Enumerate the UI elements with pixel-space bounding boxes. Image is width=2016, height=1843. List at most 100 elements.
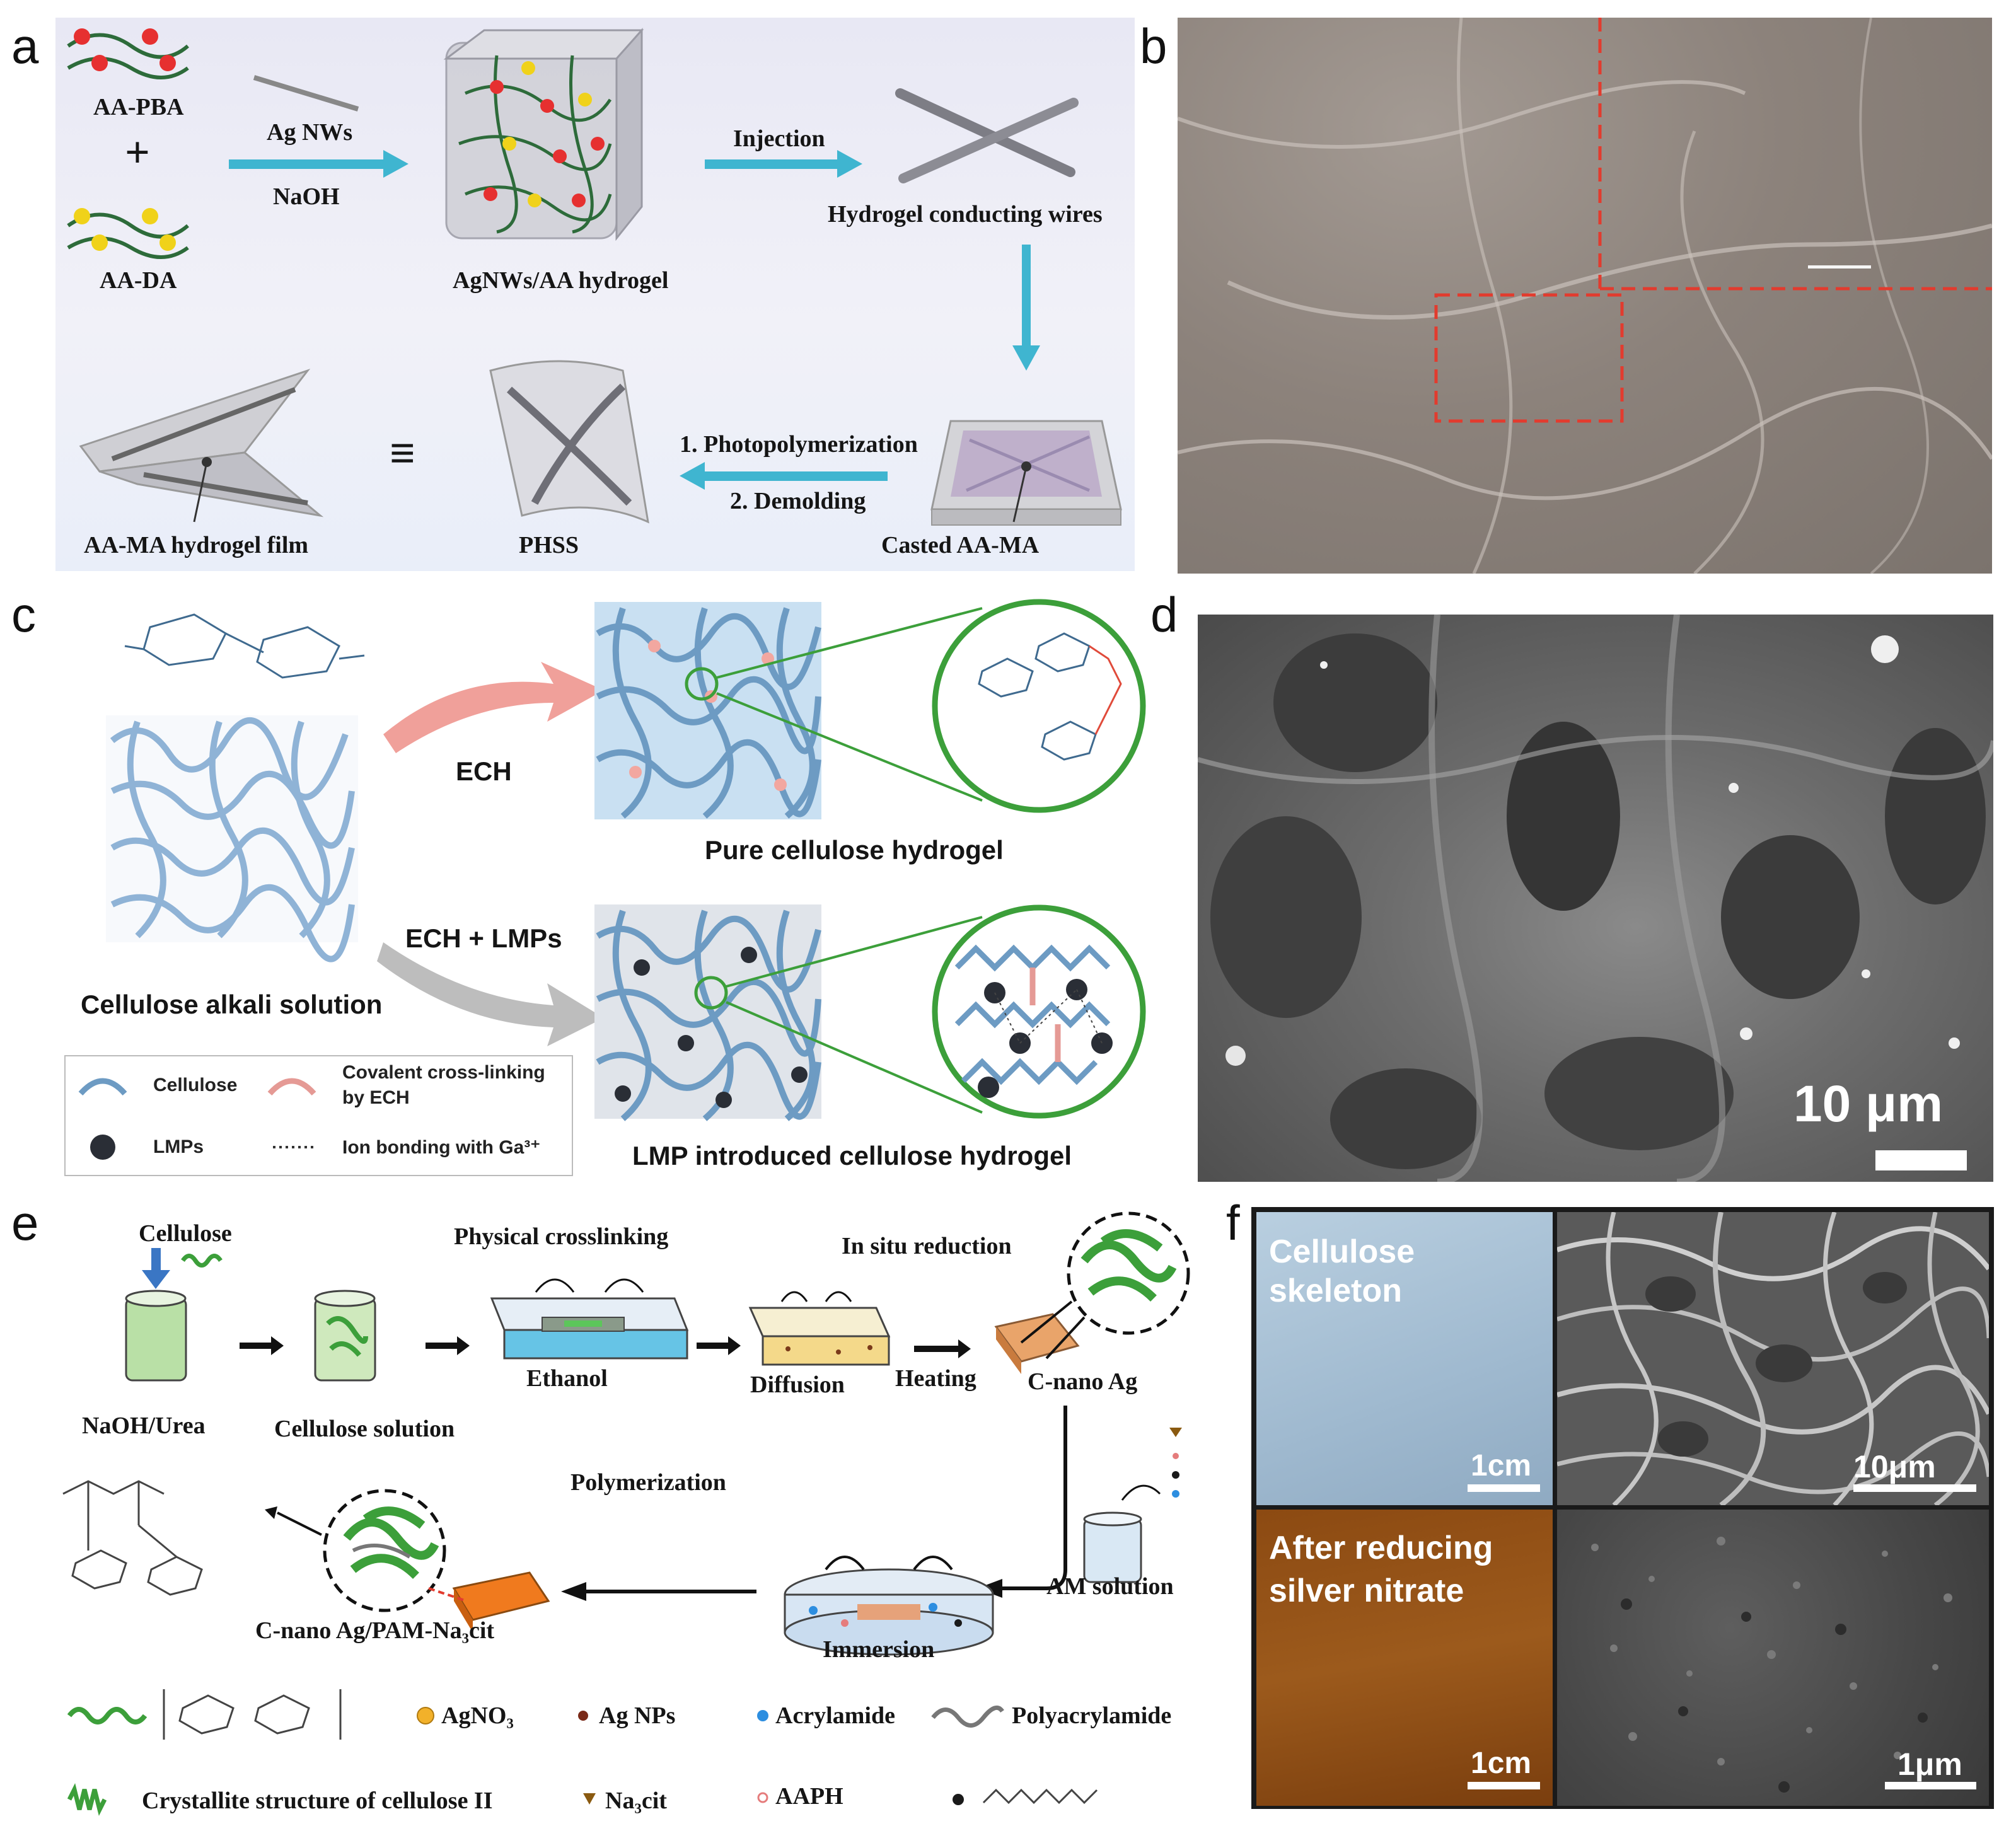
reduced-line2: silver nitrate [1269, 1573, 1464, 1609]
crystallite-legend-icon [67, 1782, 107, 1817]
agnp-legend-icon [578, 1711, 588, 1721]
panel-label-f: f [1226, 1195, 1240, 1251]
fibrous-network-texture [1557, 1212, 1989, 1505]
acrylamide-legend-icon [757, 1710, 768, 1721]
arrow-icon [426, 1336, 470, 1355]
label-naoh: NaOH [273, 183, 340, 210]
panel-label-a: a [11, 18, 39, 74]
label-pure: Pure cellulose hydrogel [705, 835, 1004, 865]
am-solution-beaker-icon [1083, 1428, 1182, 1583]
skeleton-sem-image: 10μm [1557, 1212, 1989, 1505]
skeleton-line1: Cellulose [1269, 1233, 1415, 1270]
scale-label-10um: 10μm [1853, 1449, 1936, 1484]
scale-label-1cm-top: 1cm [1471, 1449, 1532, 1482]
reduced-line1: After reducing [1269, 1530, 1493, 1566]
label-plus: + [125, 129, 150, 177]
label-immersion: Immersion [823, 1636, 935, 1663]
cellulose-network-icon [106, 715, 358, 962]
label-ethanol: Ethanol [526, 1365, 608, 1392]
mba-structure-icon [982, 1788, 1098, 1805]
panel-d-texture [1198, 615, 1993, 1182]
panel-d-sem-image: 10 μm [1198, 615, 1993, 1182]
label-cell-solution: Cellulose solution [274, 1416, 455, 1442]
zoom-box-outline [1434, 18, 1992, 423]
ethanol-bath-icon [490, 1278, 689, 1360]
arrow-icon [914, 1339, 971, 1358]
diffusion-bath-icon [748, 1291, 891, 1366]
cellulose-structure-legend-icon [163, 1689, 342, 1740]
crossed-wires-icon [895, 88, 1079, 183]
panel-label-b: b [1140, 18, 1167, 74]
lmp-legend-icon [90, 1135, 115, 1160]
phss-film-icon [489, 360, 649, 524]
panel-label-c: c [11, 587, 36, 642]
label-casted: Casted AA-MA [881, 532, 1040, 558]
label-product: C-nano Ag/PAM-Na₃cit [255, 1617, 495, 1644]
lmp-hydrogel-network-icon [594, 904, 821, 1121]
beaker-naoh-icon [125, 1248, 223, 1382]
reduced-silver-photo: After reducing silver nitrate 1cm [1256, 1510, 1553, 1806]
skeleton-line2: skeleton [1269, 1273, 1402, 1309]
scale-bar [1468, 1484, 1540, 1492]
arrow-icon [240, 1336, 284, 1355]
label-equiv: ≡ [390, 428, 416, 478]
legend-cellulose: Cellulose [153, 1075, 238, 1095]
scale-label-1um: 1μm [1897, 1747, 1962, 1782]
label-step1: 1. Photopolymerization [680, 431, 918, 458]
cellulose-chain-legend-icon [67, 1707, 148, 1725]
label-cellulose: Cellulose [139, 1220, 232, 1247]
arrow-icon [697, 1336, 741, 1355]
label-lmp-hydrogel: LMP introduced cellulose hydrogel [632, 1141, 1072, 1170]
cellulose-structure-icon [124, 613, 365, 679]
aaph-legend-icon [757, 1792, 768, 1803]
panel-b-sem-image [1178, 18, 1992, 574]
panel-c-schematic: ECH ECH + LMPs Pure cellulose hydrogel C… [55, 589, 1178, 1182]
arrow-icon [229, 150, 1040, 490]
legend-na3cit: Na₃cit [605, 1788, 667, 1814]
reduced-sem-image: 1μm [1557, 1510, 1989, 1806]
label-film: AA-MA hydrogel film [84, 532, 309, 558]
chemical-structure-icon [62, 1480, 203, 1596]
legend-agno3: AgNO₃ [441, 1702, 514, 1729]
agno3-legend-icon [417, 1707, 434, 1725]
casted-mold-icon [930, 420, 1122, 526]
panel-e-graphics [62, 1211, 1190, 1817]
scale-bar-label: 10 μm [1793, 1075, 1944, 1133]
label-step2: 2. Demolding [730, 488, 866, 514]
label-ech-lmps: ECH + LMPs [405, 923, 562, 953]
legend-covalent: Covalent cross-linking [342, 1062, 545, 1083]
label-insitu: In situ reduction [842, 1233, 1012, 1259]
c-nano-ag-icon [994, 1211, 1190, 1374]
beaker-cellulose-solution-icon [314, 1290, 376, 1382]
panel-c-graphics [64, 599, 1146, 1176]
label-injection: Injection [733, 125, 825, 152]
covalent-legend-icon [267, 1078, 316, 1096]
panel-label-e: e [11, 1195, 39, 1251]
scale-bar [1468, 1782, 1540, 1789]
hydrogel-film-icon [79, 369, 324, 523]
label-cnano: C-nano Ag [1028, 1368, 1138, 1395]
panel-a-graphics [67, 28, 1122, 526]
aa-da-chains-icon [67, 208, 189, 259]
legend-crystallite: Crystallite structure of cellulose II [142, 1788, 493, 1814]
red-arrow-icon [383, 662, 604, 753]
scale-bar [1808, 265, 1871, 269]
legend-by-ech: by ECH [342, 1087, 410, 1108]
zoom-circle-icon [932, 599, 1146, 813]
legend-aaph: AAPH [775, 1783, 843, 1810]
label-diffusion: Diffusion [750, 1372, 845, 1398]
label-wires: Hydrogel conducting wires [828, 201, 1103, 228]
na3cit-legend-icon [583, 1793, 596, 1805]
label-ag-nws: Ag NWs [267, 119, 353, 146]
panel-label-d: d [1150, 587, 1178, 642]
legend-acrylamide: Acrylamide [775, 1702, 895, 1729]
scale-bar [1885, 1782, 1976, 1789]
label-am-solution: AM solution [1046, 1573, 1174, 1600]
label-naoh-urea: NaOH/Urea [82, 1413, 206, 1439]
label-ech: ECH [456, 756, 512, 786]
legend-lmps: LMPs [153, 1136, 204, 1157]
mba-legend-icon [953, 1794, 964, 1805]
panel-b-texture [1178, 18, 1992, 574]
gray-arrow-icon [377, 942, 604, 1046]
polyacrylamide-legend-icon [931, 1705, 1004, 1728]
